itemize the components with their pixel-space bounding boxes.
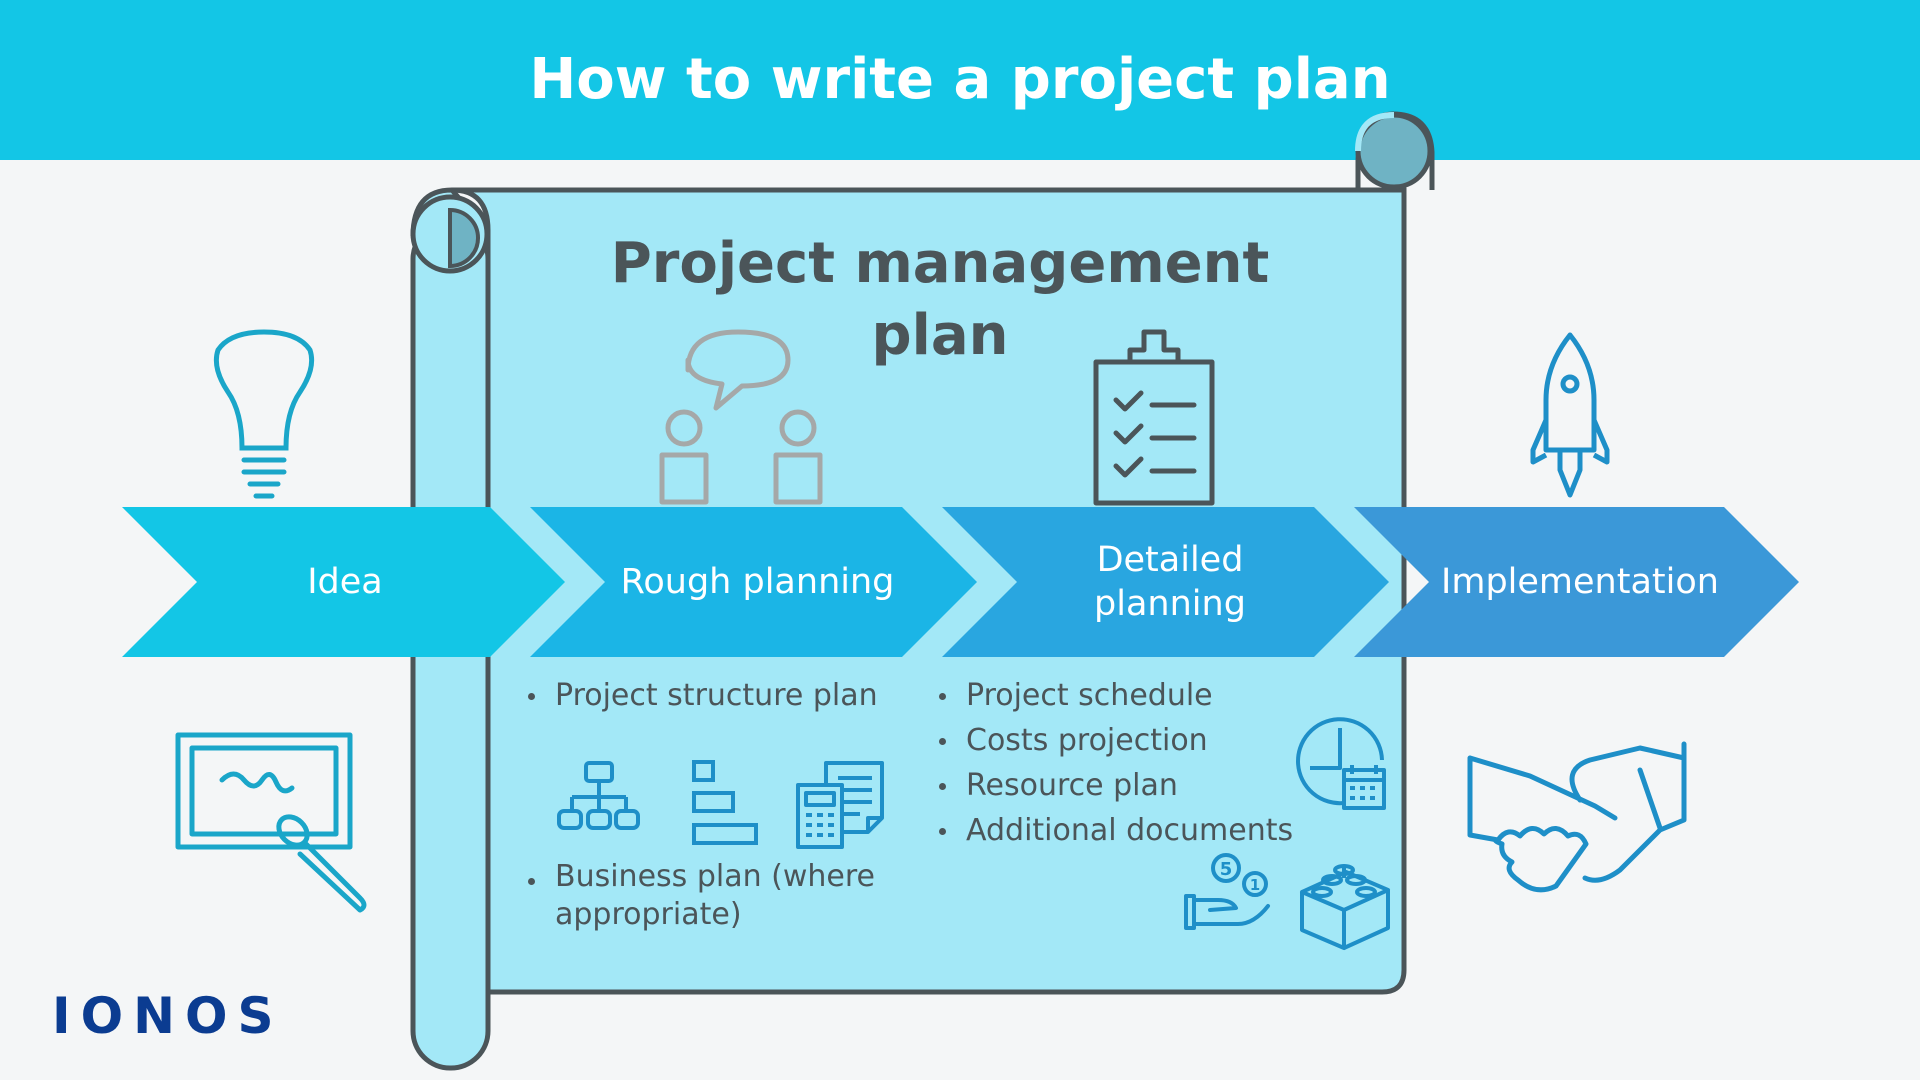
ionos-logo: IONOS <box>52 987 284 1045</box>
process-arrows <box>122 507 1799 657</box>
lightbulb-icon <box>213 329 315 499</box>
plan-title: Project management plan <box>610 231 1270 368</box>
page-title: How to write a project plan <box>529 47 1391 112</box>
coins-hand-icon <box>1184 853 1270 930</box>
list-item: Costs projection <box>936 718 1336 763</box>
arrow-idea <box>122 507 565 657</box>
arrow-implementation <box>1354 507 1799 657</box>
header-banner <box>0 0 1920 160</box>
step-label-detailed-planning: Detailed planning <box>1094 540 1246 624</box>
step-label-rough-planning: Rough planning <box>620 562 895 602</box>
handshake-icon <box>1467 741 1687 893</box>
arrow-detailed-planning <box>942 507 1389 657</box>
gantt-bars-icon <box>692 760 758 845</box>
rough-planning-list: Project structure plan <box>525 673 905 718</box>
rough-planning-list-2: Business plan (where appropriate) <box>525 858 905 934</box>
coin-one-glyph: 1 <box>1250 876 1260 894</box>
list-item: Business plan (where appropriate) <box>525 858 905 934</box>
clock-calendar-icon <box>1296 717 1386 810</box>
building-blocks-icon <box>1300 864 1390 950</box>
list-item: Project schedule <box>936 673 1336 718</box>
detailed-planning-list: Project schedule Costs projection Resour… <box>936 673 1336 853</box>
list-item: Resource plan <box>936 763 1336 808</box>
rocket-icon <box>1530 332 1610 498</box>
discussion-icon <box>659 329 823 505</box>
org-chart-icon <box>557 761 640 830</box>
drawing-board-icon <box>175 732 367 913</box>
arrow-rough-planning <box>530 507 977 657</box>
coin-five-glyph: 5 <box>1220 859 1233 880</box>
list-item: Additional documents <box>936 808 1336 853</box>
checklist-clipboard-icon <box>1093 329 1215 506</box>
step-label-implementation: Implementation <box>1441 562 1719 602</box>
step-label-idea: Idea <box>307 562 383 602</box>
calculator-document-icon <box>796 761 884 849</box>
list-item: Project structure plan <box>525 673 905 718</box>
